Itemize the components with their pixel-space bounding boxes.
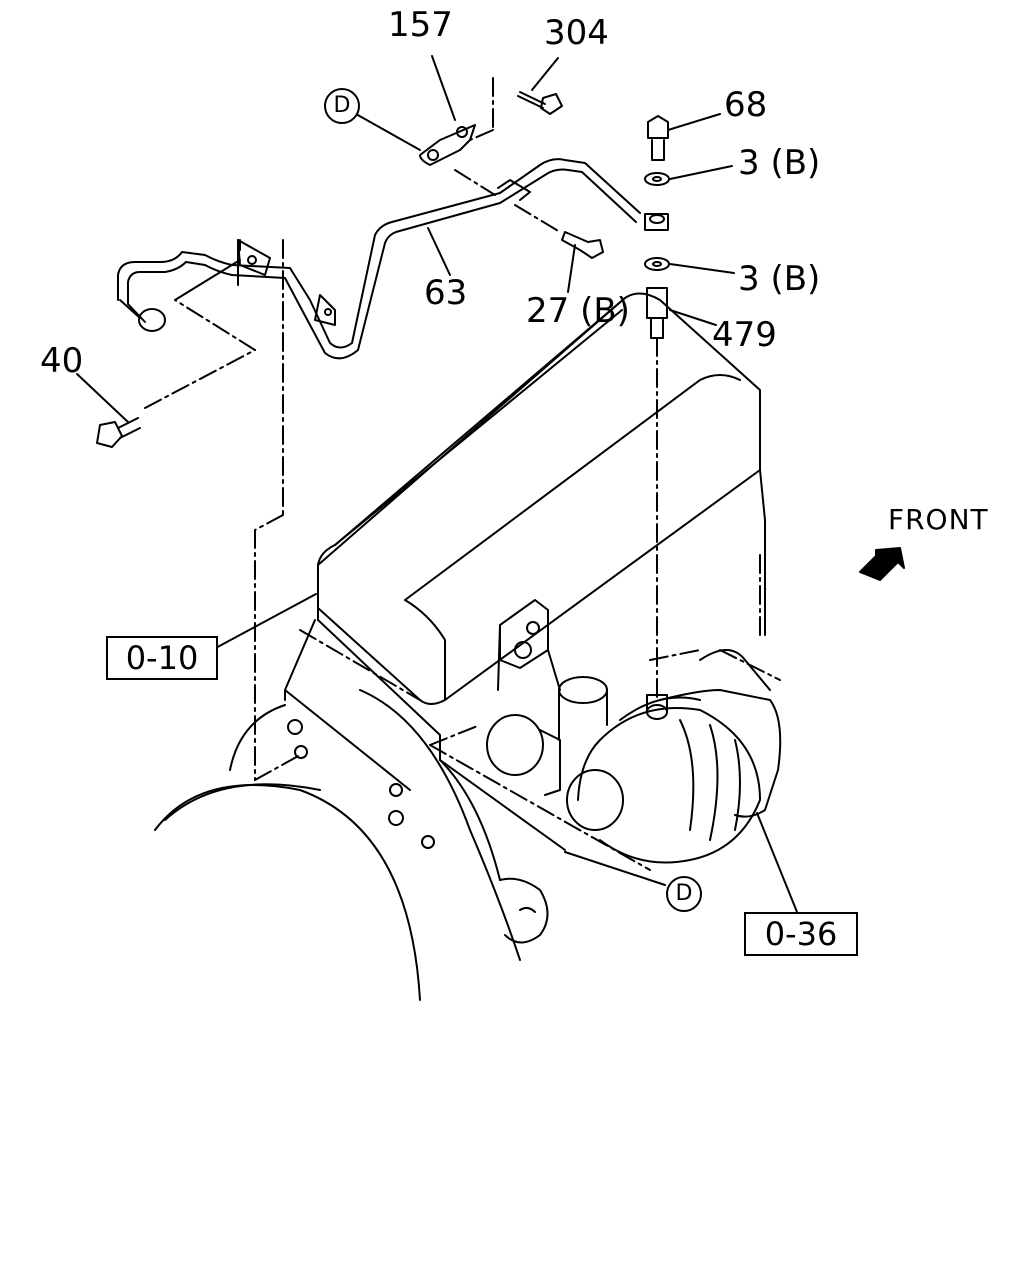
callout-63: 63 (424, 273, 468, 313)
callout-68: 68 (724, 85, 768, 125)
front-label: FRONT (888, 503, 989, 536)
callout-3b-bottom: 3 (B) (738, 259, 821, 299)
reference-0-36[interactable]: 0-36 (744, 912, 858, 956)
flywheel-housing-outline (154, 689, 549, 1001)
marker-d-top: D (324, 88, 360, 124)
callout-304: 304 (544, 13, 609, 53)
assembly-centerlines (144, 77, 781, 871)
callout-157: 157 (388, 5, 453, 45)
marker-d-bottom: D (666, 876, 702, 912)
callout-3b-top: 3 (B) (738, 143, 821, 183)
bolt-27b (561, 231, 604, 259)
bolt-304 (517, 91, 563, 115)
clip-157 (419, 124, 476, 166)
leader-lines (76, 55, 798, 913)
reference-0-10[interactable]: 0-10 (106, 636, 218, 680)
callout-40: 40 (40, 341, 84, 381)
callout-479: 479 (712, 315, 777, 355)
pipe-63 (117, 158, 641, 360)
engine-cover-outline (284, 292, 766, 851)
callout-27b: 27 (B) (526, 291, 630, 331)
turbocharger-outline (486, 649, 782, 864)
front-arrow-icon (859, 547, 905, 581)
bolt-40 (96, 417, 141, 448)
